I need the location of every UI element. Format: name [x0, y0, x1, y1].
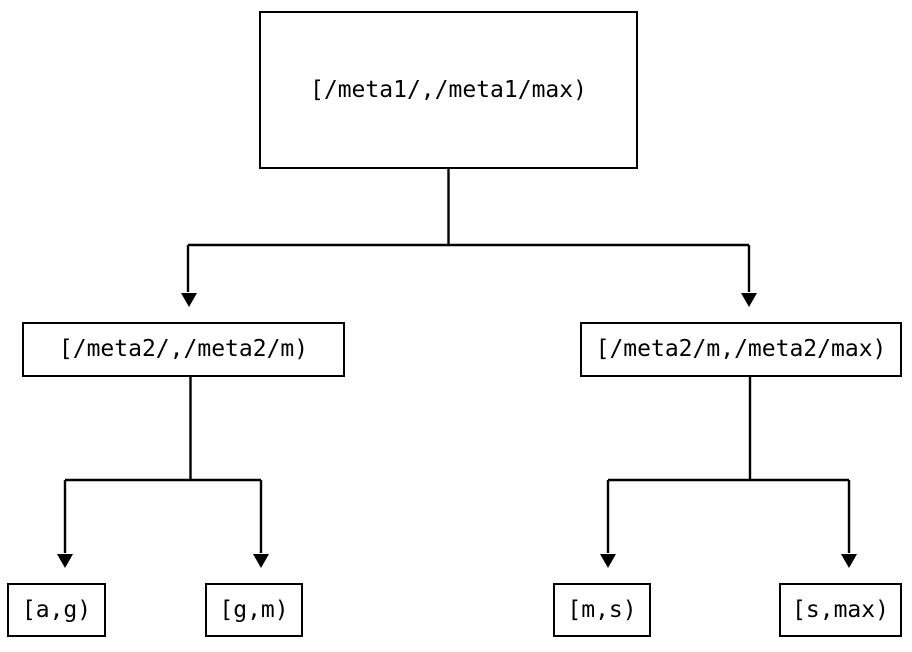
node-leaf-3[interactable]: [m,s)	[553, 583, 651, 637]
node-leaf-1[interactable]: [a,g)	[7, 583, 106, 637]
node-root-label: [/meta1/,/meta1/max)	[310, 76, 587, 103]
node-mid-right-label: [/meta2/m,/meta2/max)	[595, 336, 887, 362]
node-leaf-1-label: [a,g)	[21, 596, 92, 623]
arrowhead-leaf-3	[600, 554, 616, 568]
node-leaf-2-label: [g,m)	[219, 596, 289, 623]
arrowhead-mid-left	[181, 293, 197, 307]
node-mid-right[interactable]: [/meta2/m,/meta2/max)	[580, 322, 902, 377]
node-mid-left-label: [/meta2/,/meta2/m)	[58, 336, 309, 362]
node-root[interactable]: [/meta1/,/meta1/max)	[259, 11, 638, 169]
node-leaf-3-label: [m,s)	[567, 596, 637, 623]
arrowhead-mid-right	[741, 293, 757, 307]
node-leaf-4-label: [s,max)	[792, 596, 889, 623]
node-mid-left[interactable]: [/meta2/,/meta2/m)	[22, 322, 345, 377]
arrowhead-leaf-1	[57, 554, 73, 568]
node-leaf-2[interactable]: [g,m)	[205, 583, 303, 637]
arrowhead-leaf-2	[253, 554, 269, 568]
arrowhead-leaf-4	[841, 554, 857, 568]
node-leaf-4[interactable]: [s,max)	[779, 583, 902, 637]
